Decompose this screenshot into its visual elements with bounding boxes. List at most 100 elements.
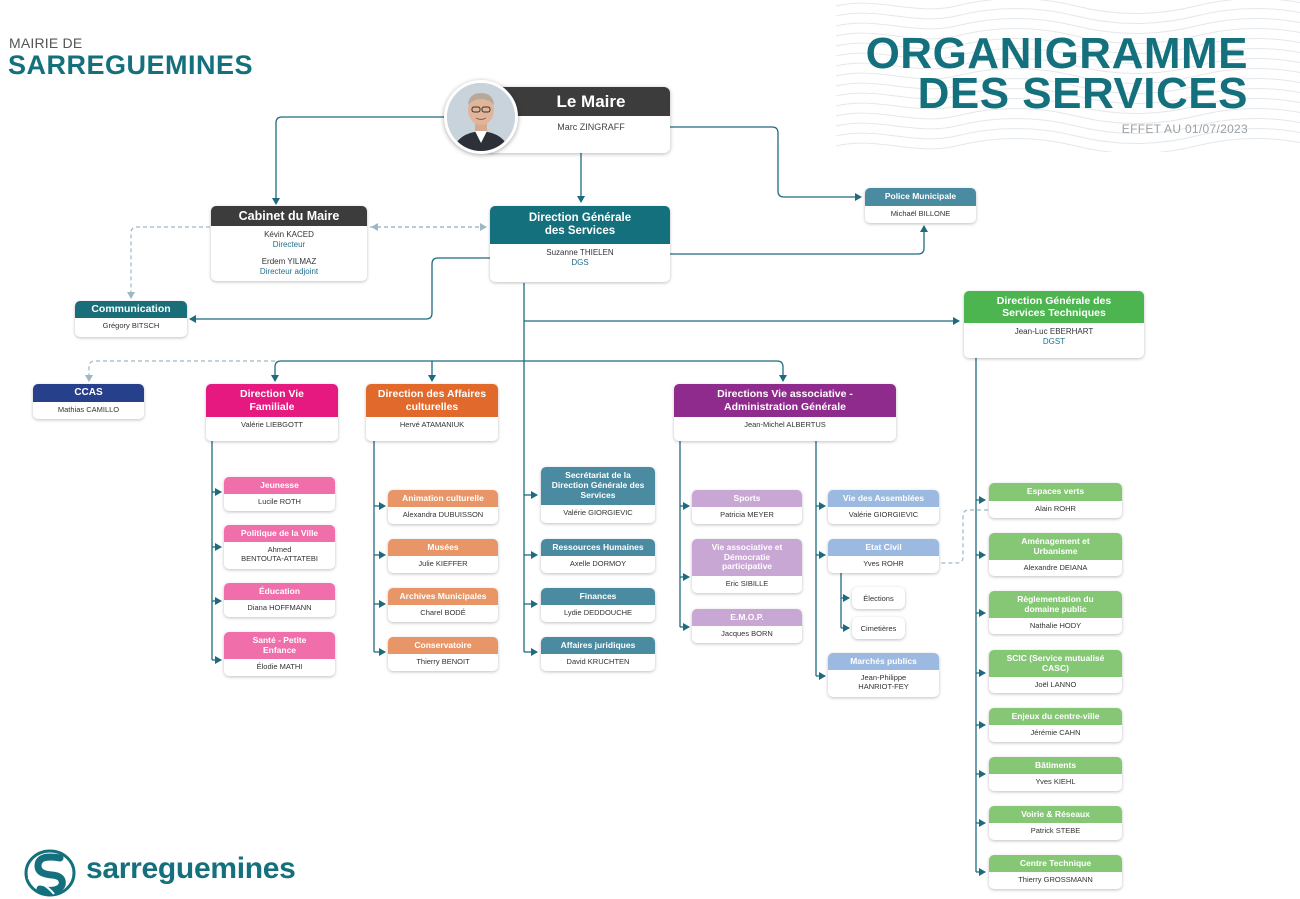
vie-associative-title: Directions Vie associative - Administrat… [674, 384, 896, 417]
emop-title: E.M.O.P. [692, 609, 802, 626]
vie-asso-title-line2: Démocratie [723, 551, 771, 562]
vie-associative-title-line2: Administration Générale [724, 400, 846, 413]
enjeux-centre-ville-title: Enjeux du centre-ville [989, 708, 1122, 725]
secretariat-title-line2: Direction Générale des [551, 480, 645, 491]
communication-title: Communication [75, 301, 187, 318]
vie-associative-democratie-title: Vie associative et Démocratie participat… [692, 539, 802, 576]
elections-node: Élections [852, 587, 905, 609]
secretariat-dgs-node: Secrétariat de la Direction Générale des… [541, 467, 655, 523]
batiments-node: Bâtiments Yves KIEHL [989, 757, 1122, 791]
cabinet-role-1: Directeur [272, 240, 306, 249]
communication-node: Communication Grégory BITSCH [75, 301, 187, 337]
musees-title: Musées [388, 539, 498, 556]
vie-associative-democratie-node: Vie associative et Démocratie participat… [692, 539, 802, 593]
politique-ville-name-line1: Ahmed [267, 545, 292, 554]
vie-associative-name: Jean-Michel ALBERTUS [744, 420, 826, 429]
jeunesse-name: Lucile ROTH [258, 497, 301, 506]
politique-ville-node: Politique de la Ville Ahmed BENTOUTA-ATT… [224, 525, 335, 569]
education-node: Éducation Diana HOFFMANN [224, 583, 335, 617]
dgs-title-line2: des Services [544, 225, 616, 237]
ccas-node: CCAS Mathias CAMILLO [33, 384, 144, 419]
affaires-juridiques-name: David KRUCHTEN [566, 657, 630, 666]
centre-technique-title: Centre Technique [989, 855, 1122, 872]
cabinet-du-maire-node: Cabinet du Maire Kévin KACED Directeur E… [211, 206, 367, 281]
vie-associative-node: Directions Vie associative - Administrat… [674, 384, 896, 441]
animation-culturelle-name: Alexandra DUBUISSON [402, 510, 484, 519]
scic-name: Joël LANNO [1034, 680, 1077, 689]
vie-asso-title-line1: Vie associative et [711, 541, 783, 552]
finances-name: Lydie DEDDOUCHE [563, 608, 633, 617]
dgs-title: Direction Générale des Services [490, 206, 670, 244]
scic-title: SCIC (Service mutualisé CASC) [989, 650, 1122, 677]
finances-title: Finances [541, 588, 655, 605]
espaces-verts-node: Espaces verts Alain ROHR [989, 483, 1122, 518]
voirie-reseaux-name: Patrick STEBE [1030, 826, 1081, 835]
amenagement-urbanisme-node: Aménagement et Urbanisme Alexandre DEIAN… [989, 533, 1122, 576]
sarreguemines-logo-icon [24, 849, 76, 897]
wave-pattern [836, 0, 1300, 152]
vie-familiale-title-line1: Direction Vie [240, 388, 304, 401]
jeunesse-node: Jeunesse Lucile ROTH [224, 477, 335, 511]
sarreguemines-logo-text: sarreguemines [86, 852, 296, 885]
affaires-culturelles-title: Direction des Affaires culturelles [366, 384, 498, 417]
dgst-title: Direction Générale des Services Techniqu… [964, 291, 1144, 323]
effective-date: EFFET AU 01/07/2023 [1121, 122, 1248, 136]
affaires-culturelles-name: Hervé ATAMANIUK [399, 420, 465, 429]
politique-ville-name-line2: BENTOUTA-ATTATEBI [241, 554, 318, 564]
enjeux-centre-ville-name: Jérémie CAHN [1030, 728, 1081, 737]
emop-name: Jacques BORN [721, 629, 773, 638]
reglementation-title-line1: Règlementation du [1017, 593, 1094, 604]
affaires-juridiques-title: Affaires juridiques [541, 637, 655, 654]
musees-node: Musées Julie KIEFFER [388, 539, 498, 573]
vie-asso-title-line3: participative [721, 561, 773, 572]
marches-publics-title: Marchés publics [828, 653, 939, 670]
centre-technique-name: Thierry GROSSMANN [1018, 875, 1093, 884]
amenagement-urbanisme-name: Alexandre DEIANA [1023, 563, 1088, 572]
reglementation-name: Nathalie HODY [1029, 621, 1082, 630]
cabinet-du-maire-title: Cabinet du Maire [211, 206, 367, 226]
affaires-juridiques-node: Affaires juridiques David KRUCHTEN [541, 637, 655, 671]
dgst-title-line2: Services Techniques [1002, 307, 1106, 319]
conservatoire-node: Conservatoire Thierry BENOIT [388, 637, 498, 671]
archives-municipales-node: Archives Municipales Charel BODÉ [388, 588, 498, 622]
ressources-humaines-title: Ressources Humaines [541, 539, 655, 556]
education-title: Éducation [224, 583, 335, 600]
scic-title-line2: CASC) [1042, 662, 1069, 673]
secretariat-dgs-title: Secrétariat de la Direction Générale des… [541, 467, 655, 505]
page-title-line1: ORGANIGRAMME [865, 29, 1248, 78]
etat-civil-title: Etat Civil [828, 539, 939, 556]
conservatoire-title: Conservatoire [388, 637, 498, 654]
espaces-verts-name: Alain ROHR [1035, 504, 1076, 513]
mayor-photo [444, 80, 518, 154]
dgst-name: Jean-Luc EBERHART [1014, 327, 1094, 336]
batiments-name: Yves KIEHL [1035, 777, 1076, 786]
vie-familiale-title: Direction Vie Familiale [206, 384, 338, 417]
ccas-name: Mathias CAMILLO [57, 405, 120, 414]
affaires-culturelles-title-line2: culturelles [405, 400, 459, 413]
cabinet-name-2: Erdem YILMAZ [261, 257, 317, 266]
police-municipale-node: Police Municipale Michaël BILLONE [865, 188, 976, 223]
police-municipale-title: Police Municipale [865, 188, 976, 206]
dgst-node: Direction Générale des Services Techniqu… [964, 291, 1144, 358]
page-title-line2: DES SERVICES [917, 69, 1248, 118]
secretariat-title-line3: Services [580, 489, 616, 500]
secretariat-dgs-name: Valérie GIORGIEVIC [563, 508, 633, 517]
vie-assemblees-title: Vie des Assemblées [828, 490, 939, 507]
amenagement-title-line2: Urbanisme [1033, 545, 1078, 556]
scic-node: SCIC (Service mutualisé CASC) Joël LANNO [989, 650, 1122, 693]
vie-assemblees-name: Valérie GIORGIEVIC [848, 510, 919, 519]
sante-title-line1: Santé - Petite [252, 634, 307, 645]
affaires-culturelles-node: Direction des Affaires culturelles Hervé… [366, 384, 498, 441]
batiments-title: Bâtiments [989, 757, 1122, 774]
marches-publics-node: Marchés publics Jean-Philippe HANRIOT-FE… [828, 653, 939, 697]
scic-title-line1: SCIC (Service mutualisé [1006, 652, 1105, 663]
centre-technique-node: Centre Technique Thierry GROSSMANN [989, 855, 1122, 889]
jeunesse-title: Jeunesse [224, 477, 335, 494]
marches-publics-name-line2: HANRIOT-FEY [858, 682, 909, 692]
cabinet-role-2: Directeur adjoint [259, 267, 319, 276]
dgs-name: Suzanne THIELEN [546, 248, 614, 257]
etat-civil-name: Yves ROHR [863, 559, 904, 568]
mayor-card: Le Maire Marc ZINGRAFF [486, 87, 670, 153]
